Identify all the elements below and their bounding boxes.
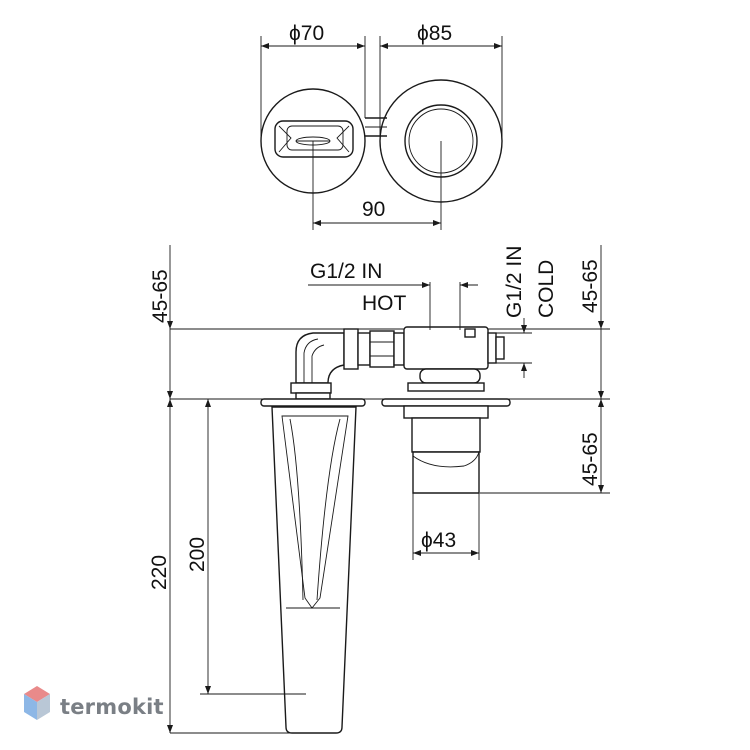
dimension-cold-inlet: G1/2 IN COLD (496, 246, 558, 378)
side-view: G1/2 IN HOT G1/2 IN COLD 45-65 (148, 245, 610, 734)
termokit-watermark: termokit (24, 686, 164, 720)
dimension-left-45-65: 45-65 (149, 245, 173, 399)
label-phi85: ϕ85 (417, 22, 452, 45)
dimension-phi85: ϕ85 (379, 22, 503, 140)
label-g12-in-hot: G1/2 IN (310, 260, 382, 283)
label-range-top-right: 45-65 (579, 259, 602, 313)
label-90: 90 (362, 198, 385, 221)
label-cold: COLD (535, 260, 558, 318)
top-view: ϕ70 ϕ85 90 (260, 22, 503, 230)
dimension-right-upper-45-65: 45-65 (579, 245, 604, 399)
spout-body (271, 406, 357, 734)
label-hot: HOT (362, 292, 407, 315)
dimension-right-lower-45-65: 45-65 (480, 399, 610, 494)
pipe-nut (357, 330, 405, 368)
label-220: 220 (148, 555, 171, 590)
connector-bar (365, 117, 387, 137)
mixer-body (403, 326, 505, 392)
label-phi43: ϕ43 (421, 529, 456, 552)
dimension-200: 200 (186, 398, 306, 695)
dimension-220: 220 (148, 399, 292, 734)
dimension-90: 90 (312, 141, 442, 230)
label-range-top-left: 45-65 (149, 269, 172, 323)
label-phi70: ϕ70 (289, 22, 324, 45)
spout-wall-plate (260, 398, 366, 407)
elbow-fitting (290, 328, 359, 400)
label-g12-in-cold: G1/2 IN (503, 246, 526, 318)
termokit-logo-icon (24, 686, 50, 720)
handle-side (381, 398, 511, 494)
dimension-hot-inlet: G1/2 IN HOT (308, 260, 478, 330)
label-200: 200 (186, 537, 209, 572)
spout-outlet-top (274, 120, 354, 158)
label-range-mid-right: 45-65 (579, 432, 602, 486)
dimension-phi70: ϕ70 (260, 22, 366, 138)
watermark-text: termokit (60, 695, 164, 719)
dimension-phi43: ϕ43 (412, 493, 480, 560)
